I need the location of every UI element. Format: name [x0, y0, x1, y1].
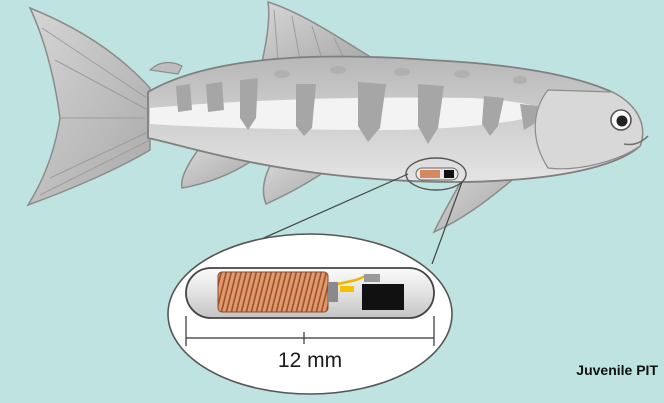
dorsal-fin [262, 2, 372, 63]
callout-line-right [432, 182, 462, 264]
figure-caption: Juvenile PIT [576, 362, 658, 378]
magnified-tag-callout: 12 mm [168, 234, 452, 394]
tag-coil [218, 272, 328, 312]
gill-cover [535, 90, 642, 169]
tag-core [328, 282, 338, 302]
tag-chip-top [364, 274, 380, 282]
tag-chip [362, 284, 404, 310]
fish-pupil [617, 116, 628, 127]
tail-fin [28, 8, 150, 205]
tag-capacitor [340, 286, 354, 292]
adipose-fin [150, 63, 182, 74]
fish [28, 2, 648, 232]
tag-length-label: 12 mm [278, 349, 342, 372]
